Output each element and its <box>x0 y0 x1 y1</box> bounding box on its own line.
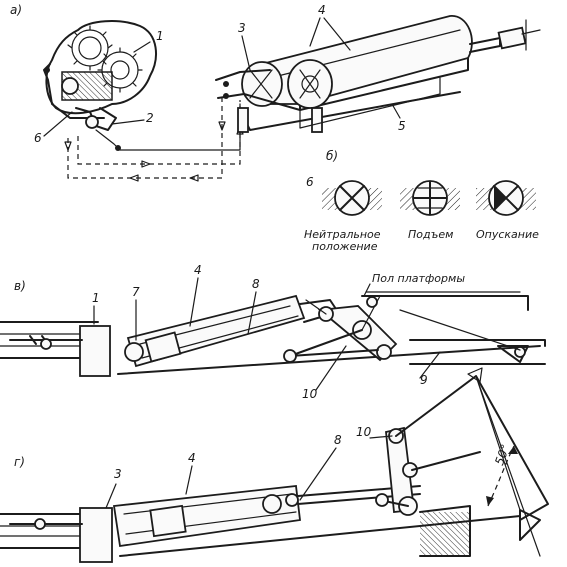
raised-platform <box>395 367 549 557</box>
callout-v-9: 9 <box>420 373 428 387</box>
valve-position-neutral <box>322 180 382 216</box>
control-valve <box>75 107 121 151</box>
panel-g: г) 3 4 8 <box>0 367 549 563</box>
oil-pump <box>43 20 157 119</box>
callout-v-4: 4 <box>194 263 202 277</box>
panel-a: а) <box>10 3 541 182</box>
callout-g-10: 10 <box>356 425 372 439</box>
panel-b: б) 6 Нейтральное положение Подъем Опуска… <box>304 149 539 253</box>
callout-a-2: 2 <box>146 111 154 125</box>
pressure-line <box>77 100 241 165</box>
panel-label-g: г) <box>14 455 25 469</box>
caption-neutral-line1: Нейтральное <box>304 228 381 241</box>
hydraulic-cylinder-v <box>124 294 339 368</box>
valve-position-lift <box>400 180 460 216</box>
callout-a-6: 6 <box>34 131 42 145</box>
callout-v-8: 8 <box>252 277 260 291</box>
panel-v: в) Пол платформы 1 7 4 8 <box>0 263 546 401</box>
callout-g-3: 3 <box>114 467 122 481</box>
platform-floor-label: Пол платформы <box>372 272 465 285</box>
callout-b-6: 6 <box>306 175 314 189</box>
hydraulic-cylinder-g <box>112 485 421 548</box>
callout-v-7: 7 <box>132 285 140 299</box>
caption-lift: Подъем <box>408 228 453 241</box>
lift-linkage-v <box>283 295 398 363</box>
callout-a-1: 1 <box>156 29 164 43</box>
callout-g-4: 4 <box>188 451 196 465</box>
callout-a-4: 4 <box>318 3 326 17</box>
panel-label-a: а) <box>10 3 22 17</box>
return-line <box>67 96 223 179</box>
valve-position-lower <box>476 180 536 216</box>
oil-pump-v <box>79 325 111 377</box>
valve-g <box>79 507 113 563</box>
twin-hydraulic-cylinders <box>215 15 541 133</box>
lift-linkage-g <box>375 426 481 516</box>
caption-neutral-line2: положение <box>312 240 378 253</box>
callout-g-8: 8 <box>334 433 342 447</box>
caption-lower: Опускание <box>476 228 539 241</box>
panel-label-v: в) <box>14 279 26 293</box>
callout-v-10: 10 <box>302 387 318 401</box>
callout-a-3: 3 <box>238 21 246 35</box>
panel-label-b: б) <box>326 149 338 163</box>
callout-v-1: 1 <box>92 291 100 305</box>
angle-label: 50° <box>492 442 512 467</box>
callout-a-5: 5 <box>398 119 406 133</box>
